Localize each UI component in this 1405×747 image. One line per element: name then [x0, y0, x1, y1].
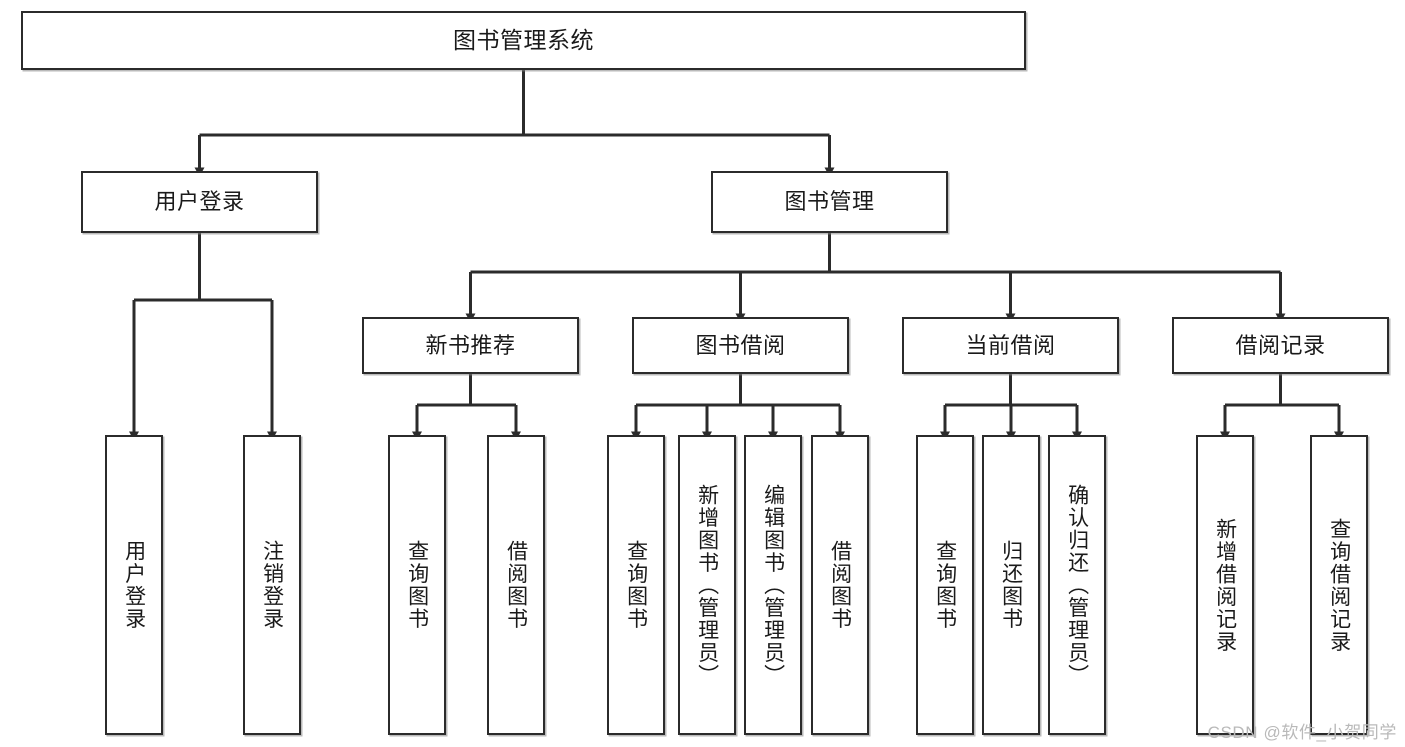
node-leaf-query-book-1-label: 查询图书	[405, 540, 429, 630]
node-book-borrow[interactable]: 图书借阅	[632, 317, 849, 374]
node-user-login-label: 用户登录	[154, 189, 245, 215]
node-leaf-user-logout-label: 注销登录	[260, 540, 284, 630]
node-leaf-query-book-2-label: 查询图书	[624, 540, 648, 630]
node-root-label: 图书管理系统	[453, 27, 594, 54]
node-leaf-borrow-book-2[interactable]: 借阅图书	[811, 435, 869, 735]
node-book-borrow-label: 图书借阅	[695, 332, 786, 358]
node-leaf-edit-book[interactable]: 编辑图书（管理员）	[744, 435, 802, 735]
node-leaf-user-login[interactable]: 用户登录	[105, 435, 163, 735]
node-current-borrow[interactable]: 当前借阅	[902, 317, 1119, 374]
node-current-borrow-label: 当前借阅	[965, 332, 1056, 358]
node-user-login[interactable]: 用户登录	[81, 171, 318, 233]
node-leaf-add-record-label: 新增借阅记录	[1213, 517, 1237, 653]
node-leaf-return-book[interactable]: 归还图书	[982, 435, 1040, 735]
node-leaf-user-login-label: 用户登录	[122, 540, 146, 630]
node-leaf-confirm-return-label: 确认归还（管理员）	[1065, 483, 1089, 687]
node-leaf-query-record-label: 查询借阅记录	[1327, 517, 1351, 653]
node-root[interactable]: 图书管理系统	[21, 11, 1026, 70]
node-book-manage-label: 图书管理	[784, 189, 875, 215]
node-leaf-add-book[interactable]: 新增图书（管理员）	[678, 435, 736, 735]
node-borrow-record[interactable]: 借阅记录	[1172, 317, 1389, 374]
node-leaf-query-record[interactable]: 查询借阅记录	[1310, 435, 1368, 735]
node-leaf-add-book-label: 新增图书（管理员）	[695, 483, 719, 687]
node-leaf-edit-book-label: 编辑图书（管理员）	[761, 483, 785, 687]
node-new-book-recommend-label: 新书推荐	[425, 332, 516, 358]
node-new-book-recommend[interactable]: 新书推荐	[362, 317, 579, 374]
node-leaf-borrow-book-1[interactable]: 借阅图书	[487, 435, 545, 735]
node-book-manage[interactable]: 图书管理	[711, 171, 948, 233]
node-leaf-confirm-return[interactable]: 确认归还（管理员）	[1048, 435, 1106, 735]
node-leaf-borrow-book-1-label: 借阅图书	[504, 540, 528, 630]
node-leaf-borrow-book-2-label: 借阅图书	[828, 540, 852, 630]
node-leaf-user-logout[interactable]: 注销登录	[243, 435, 301, 735]
node-borrow-record-label: 借阅记录	[1235, 332, 1326, 358]
node-leaf-query-book-1[interactable]: 查询图书	[388, 435, 446, 735]
node-leaf-add-record[interactable]: 新增借阅记录	[1196, 435, 1254, 735]
node-leaf-query-book-2[interactable]: 查询图书	[607, 435, 665, 735]
node-leaf-return-book-label: 归还图书	[999, 540, 1023, 630]
node-leaf-query-book-3[interactable]: 查询图书	[916, 435, 974, 735]
node-leaf-query-book-3-label: 查询图书	[933, 540, 957, 630]
watermark-text: CSDN @软件_小贺同学	[1207, 723, 1397, 742]
